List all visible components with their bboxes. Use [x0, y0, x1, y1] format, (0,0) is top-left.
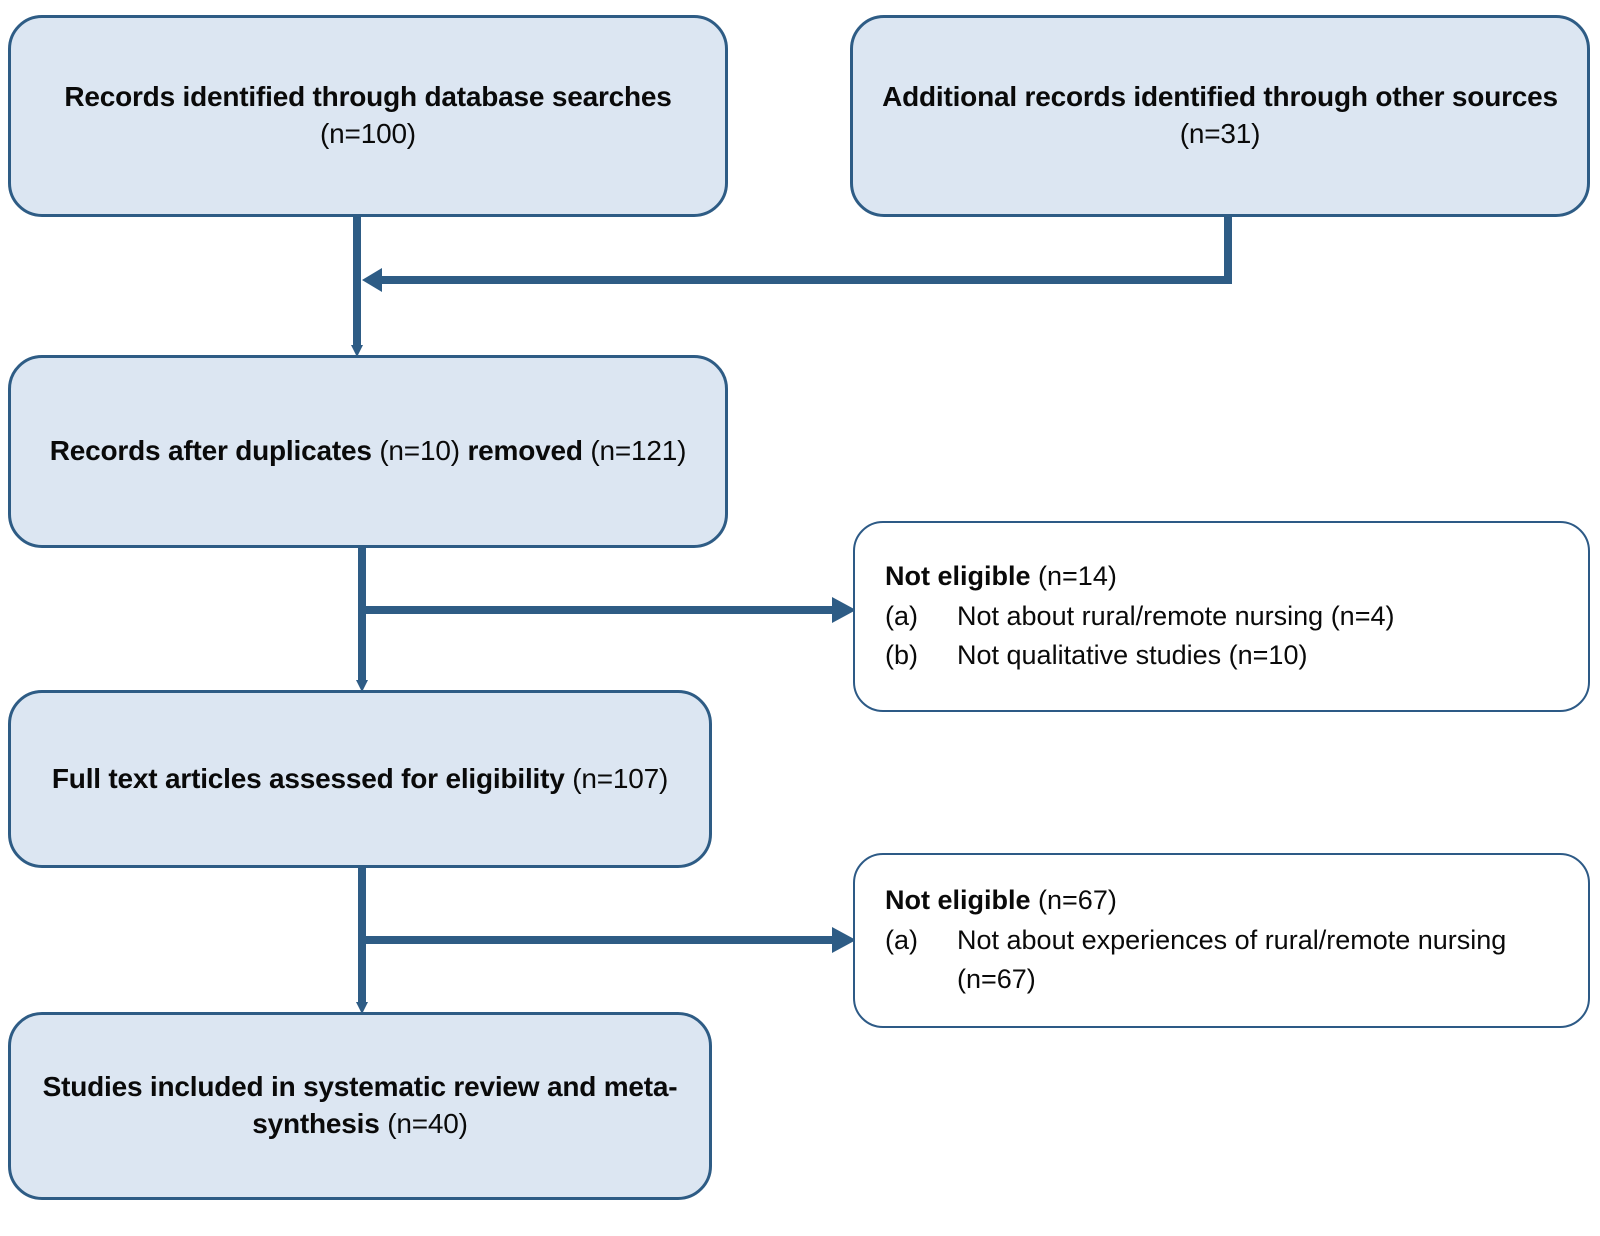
node-studies-included-text: Studies included in systematic review an…	[11, 1069, 709, 1143]
node-label-bold: Records identified through database sear…	[64, 81, 672, 113]
node-label-count: (n=121)	[590, 435, 687, 467]
exclusion-one-list: (a) Not about rural/remote nursing (n=4)…	[885, 597, 1588, 676]
exclusion-list-item: (a) Not about rural/remote nursing (n=4)	[885, 597, 1588, 636]
node-label-bold-trail: removed	[467, 435, 583, 467]
node-additional-records-other-sources: Additional records identified through ot…	[850, 15, 1590, 217]
exclusion-list-item: (b) Not qualitative studies (n=10)	[885, 636, 1588, 675]
arrowhead-othersources	[362, 268, 382, 292]
exclusion-item-label: Not about experiences of rural/remote nu…	[957, 924, 1507, 995]
connector-othersources-to-stem	[378, 217, 1232, 284]
node-label-count: (n=40)	[387, 1108, 468, 1139]
node-studies-included: Studies included in systematic review an…	[8, 1012, 712, 1200]
node-exclusion-box-two: Not eligible (n=67) (a) Not about experi…	[853, 853, 1590, 1028]
node-full-text-articles-assessed-text: Full text articles assessed for eligibil…	[34, 761, 686, 798]
exclusion-item-marker: (a)	[885, 924, 918, 955]
exclusion-item-marker: (b)	[885, 640, 918, 671]
node-full-text-articles-assessed: Full text articles assessed for eligibil…	[8, 690, 712, 868]
node-exclusion-box-one: Not eligible (n=14) (a) Not about rural/…	[853, 521, 1590, 712]
exclusion-two-body: Not eligible (n=67) (a) Not about experi…	[855, 881, 1588, 999]
exclusion-two-list: (a) Not about experiences of rural/remot…	[885, 921, 1588, 1000]
exclusion-two-heading: Not eligible (n=67)	[885, 881, 1588, 920]
node-records-after-duplicates-removed: Records after duplicates (n=10) removed …	[8, 355, 728, 548]
exclusion-heading-count: (n=67)	[1038, 885, 1117, 916]
exclusion-item-marker: (a)	[885, 600, 918, 631]
exclusion-heading-count: (n=14)	[1038, 561, 1117, 592]
node-records-identified-database-searches: Records identified through database sear…	[8, 15, 728, 217]
exclusion-one-heading: Not eligible (n=14)	[885, 557, 1588, 596]
node-label-count: (n=31)	[1179, 118, 1261, 149]
arrowhead-exclusion-one	[832, 597, 856, 623]
node-records-identified-database-searches-text: Records identified through database sear…	[11, 79, 725, 153]
arrowhead-exclusion-two	[832, 927, 856, 953]
node-label-bold: Full text articles assessed for eligibil…	[51, 762, 565, 794]
node-label-count-inline: (n=10)	[379, 435, 460, 467]
node-label-bold: Additional records identified through ot…	[882, 81, 1558, 113]
exclusion-heading-label: Not eligible	[885, 561, 1031, 592]
exclusion-item-label: Not about rural/remote nursing (n=4)	[957, 600, 1395, 631]
node-label-count: (n=100)	[320, 118, 416, 149]
node-label-bold-lead: Records after duplicates	[49, 435, 372, 467]
node-records-after-duplicates-removed-text: Records after duplicates (n=10) removed …	[32, 433, 705, 470]
exclusion-item-label: Not qualitative studies (n=10)	[957, 640, 1308, 671]
exclusion-list-item: (a) Not about experiences of rural/remot…	[885, 921, 1588, 1000]
node-label-bold: Studies included in systematic review an…	[42, 1071, 678, 1139]
exclusion-heading-label: Not eligible	[885, 885, 1031, 916]
node-label-count: (n=107)	[572, 762, 669, 794]
node-additional-records-other-sources-text: Additional records identified through ot…	[853, 79, 1587, 153]
exclusion-one-body: Not eligible (n=14) (a) Not about rural/…	[855, 557, 1588, 675]
